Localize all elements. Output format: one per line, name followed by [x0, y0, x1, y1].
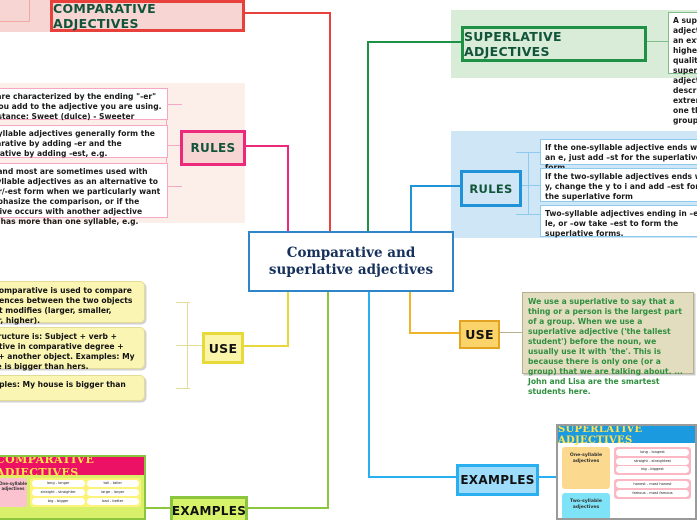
connector-examples-right-horizontal	[368, 476, 458, 478]
poster-superlative-adjectives[interactable]: SUPERLATIVE ADJECTIVES One-syllable adje…	[556, 424, 697, 520]
poster-superlative-title: SUPERLATIVE ADJECTIVES	[558, 426, 695, 446]
leaf-comparative-rule-2[interactable]: One-syllable adjectives generally form t…	[0, 125, 168, 158]
connector-rules-right-vertical	[410, 185, 412, 233]
poster-superlative-group-2: honest - most honest famous - most famou…	[614, 479, 691, 499]
connector-comp-use-stub-3	[176, 388, 190, 389]
node-superlative-use[interactable]: USE	[459, 320, 500, 349]
connector-comparative-horizontal	[238, 12, 331, 14]
node-superlative-rules[interactable]: RULES	[460, 170, 522, 207]
node-superlative-examples[interactable]: EXAMPLES	[456, 464, 539, 496]
poster-superlative-group-1: long - longest straight - straightest bi…	[614, 447, 691, 475]
poster-pair-cell: long - longer	[32, 480, 85, 487]
node-comparative-use[interactable]: USE	[202, 332, 244, 364]
leaf-superlative-rule-2[interactable]: If the two-syllable adjectives ends with…	[540, 168, 697, 202]
leaf-comparative-use-2[interactable]: Its structure is: Subject + verb + adjec…	[0, 327, 145, 371]
connector-sup-rules-stub-1	[516, 152, 540, 153]
connector-sup-rules-stub-3	[516, 214, 540, 215]
leaf-superlative-definition[interactable]: A superlative adjective expresses an ext…	[668, 12, 697, 125]
connector-examples-right-to-poster	[532, 476, 558, 478]
node-comparative-rules[interactable]: RULES	[180, 130, 246, 166]
leaf-superlative-rule-1[interactable]: If the one-syllable adjective ends with …	[540, 139, 697, 172]
connector-comp-rules-stub-3	[166, 186, 182, 187]
connector-examples-right-vertical	[368, 288, 370, 476]
poster-pair-cell: large - larger	[86, 489, 139, 496]
poster-superlative-label-1: One-syllable adjectives	[562, 447, 610, 489]
leaf-superlative-rule-3[interactable]: Two-syllable adjectives ending in –er, –…	[540, 205, 697, 238]
branch-superlative-adjectives[interactable]: SUPERLATIVE ADJECTIVES	[461, 26, 647, 62]
leaf-comparative-rule-1[interactable]: They are characterized by the ending "-e…	[0, 88, 168, 121]
connector-examples-left-vertical	[327, 288, 329, 508]
connector-comp-rules-stub-2	[166, 145, 182, 146]
connector-comp-use-stub-2	[176, 345, 204, 346]
connector-sup-rules-stub-2	[516, 185, 540, 186]
connector-superlative-horizontal	[367, 41, 463, 43]
branch-comparative-adjectives[interactable]: COMPARATIVE ADJECTIVES	[50, 0, 245, 32]
poster-superlative-pairs: long - longest straight - straightest bi…	[614, 447, 691, 518]
connector-comp-rules-stub-1	[166, 104, 182, 105]
poster-pair-cell: tall - taller	[86, 480, 139, 487]
poster-superlative-label-2: Two-syllable adjectives	[562, 493, 610, 518]
poster-pair-cell: honest - most honest	[616, 481, 689, 488]
connector-sup-rules-spine	[528, 152, 529, 214]
poster-comparative-title: COMPARATIVE ADJECTIVES	[0, 457, 144, 479]
poster-pair-cell: bad - better	[86, 498, 139, 505]
connector-use-left-vertical	[287, 288, 289, 346]
leaf-comparative-rule-3[interactable]: More and most are sometimes used with on…	[0, 163, 168, 226]
poster-pair-cell: straight - straightest	[616, 457, 689, 465]
node-comparative-examples[interactable]: EXAMPLES	[170, 496, 248, 520]
poster-pair-cell: big - biggest	[616, 466, 689, 473]
connector-rules-right-horizontal	[410, 185, 462, 187]
connector-comparative-vertical	[329, 12, 331, 232]
connector-superlative-vertical	[367, 41, 369, 233]
leaf-comparative-use-1[interactable]: The comparative is used to compare diffe…	[0, 281, 145, 325]
poster-superlative-labels: One-syllable adjectives Two-syllable adj…	[562, 447, 610, 518]
poster-pair-cell: straight - straighter	[32, 489, 85, 496]
connector-use-right-vertical	[409, 288, 411, 333]
connector-comp-examples-poster	[146, 507, 172, 509]
connector-comp-use-stub-1	[176, 302, 190, 303]
leaf-superlative-use-text[interactable]: We use a superlative to say that a thing…	[522, 292, 694, 396]
clipped-leaf-fragment: that	[0, 0, 30, 22]
central-topic-line-1: Comparative and	[286, 244, 416, 261]
connector-rules-left-vertical	[287, 145, 289, 233]
poster-comparative-adjectives[interactable]: COMPARATIVE ADJECTIVES One-syllable adje…	[0, 455, 146, 520]
connector-use-left-horizontal	[239, 345, 289, 347]
connector-sup-definition	[641, 41, 669, 42]
central-topic-node[interactable]: Comparative and superlative adjectives	[248, 231, 454, 292]
connector-sup-use-text	[496, 332, 522, 333]
poster-pair-cell: famous - most famous	[616, 489, 689, 497]
central-topic-line-2: superlative adjectives	[268, 261, 434, 278]
connector-use-right-horizontal	[409, 332, 461, 334]
poster-comparative-pairs-grid: long - longer tall - taller straight - s…	[30, 478, 141, 507]
poster-comparative-side-label: One-syllable adjectives	[0, 478, 27, 507]
leaf-comparative-use-3[interactable]: Examples: My house is bigger than hers.	[0, 375, 145, 401]
poster-pair-cell: long - longest	[616, 449, 689, 456]
connector-rules-left-horizontal	[239, 145, 289, 147]
poster-pair-cell: big - bigger	[32, 498, 85, 505]
